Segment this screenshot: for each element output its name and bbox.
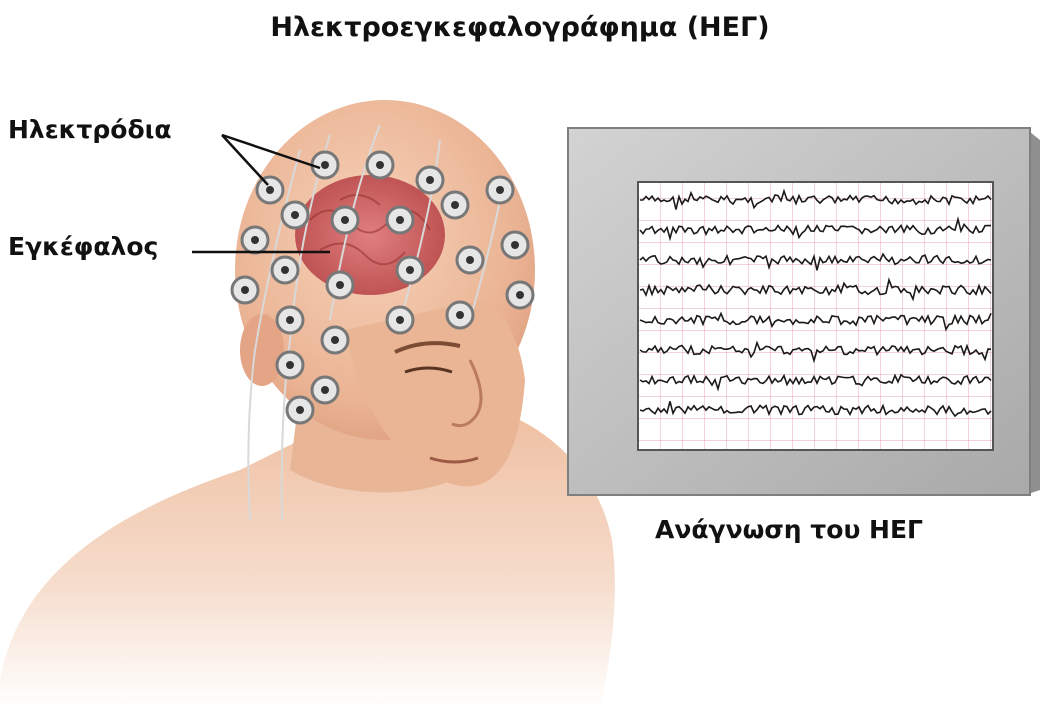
monitor-caption: Ανάγνωση του ΗΕΓ: [655, 515, 923, 544]
brain-label: Εγκέφαλος: [8, 232, 158, 261]
eeg-monitor: [568, 128, 1040, 495]
electrodes-label: Ηλεκτρόδια: [8, 115, 172, 144]
